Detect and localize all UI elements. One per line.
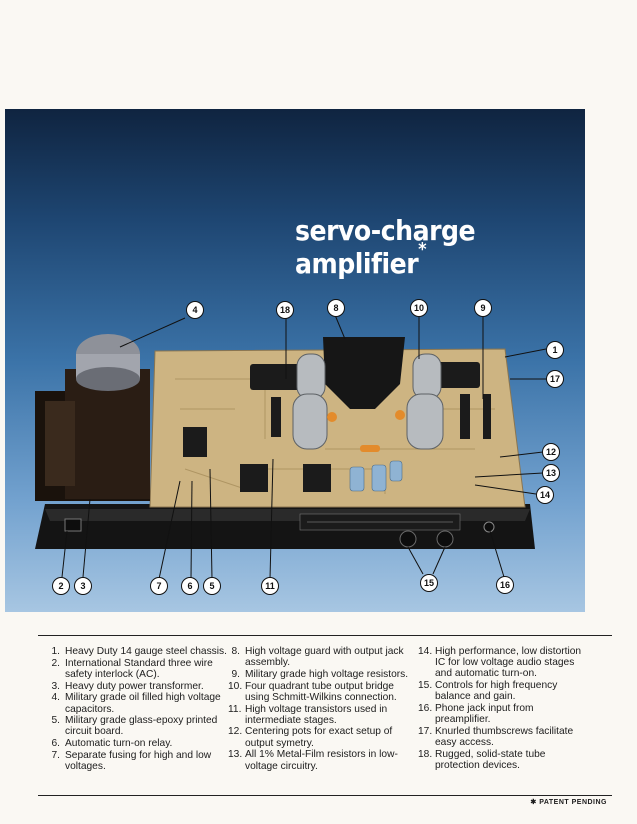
list-item: 9.Military grade high voltage resistors. bbox=[231, 668, 409, 680]
feature-column-1: 1.Heavy Duty 14 gauge steel chassis. 2.I… bbox=[48, 646, 228, 773]
feature-list: 1.Heavy Duty 14 gauge steel chassis. 2.I… bbox=[38, 635, 612, 798]
list-item: 16.Phone jack input from preamplifier. bbox=[418, 703, 534, 726]
callout-5: 5 bbox=[203, 577, 221, 595]
callout-11: 11 bbox=[261, 577, 279, 595]
callout-8: 8 bbox=[327, 299, 345, 317]
list-item: 4.Military grade oil filled high voltage… bbox=[51, 692, 221, 715]
page-title: servo-charge amplifier* bbox=[295, 214, 476, 280]
list-item: 18.Rugged, solid-state tube protection d… bbox=[418, 748, 546, 772]
callout-2: 2 bbox=[52, 577, 70, 595]
callout-7: 7 bbox=[150, 577, 168, 595]
list-item: 12.Centering pots for exact setup of out… bbox=[228, 726, 393, 749]
callout-3: 3 bbox=[74, 577, 92, 595]
feature-column-3: 14.High performance, low distortion IC f… bbox=[418, 646, 588, 772]
callout-6: 6 bbox=[181, 577, 199, 595]
list-item: 7.Separate fusing for high and low volta… bbox=[51, 749, 212, 773]
callout-13: 13 bbox=[542, 464, 560, 482]
callout-9: 9 bbox=[474, 299, 492, 317]
feature-column-2: 8.High voltage guard with output jack as… bbox=[228, 646, 416, 772]
list-item: 15.Controls for high frequency balance a… bbox=[418, 680, 558, 703]
amplifier-illustration bbox=[35, 314, 547, 580]
callout-15: 15 bbox=[420, 574, 438, 592]
callout-4: 4 bbox=[186, 301, 204, 319]
list-item: 1.Heavy Duty 14 gauge steel chassis. bbox=[51, 646, 227, 657]
callout-10: 10 bbox=[410, 299, 428, 317]
callout-1: 1 bbox=[546, 341, 564, 359]
bottom-rule bbox=[38, 795, 612, 796]
callout-12: 12 bbox=[542, 443, 560, 461]
list-item: 8.High voltage guard with output jack as… bbox=[231, 646, 404, 669]
list-item: 6.Automatic turn-on relay. bbox=[51, 738, 173, 750]
list-item: 3.Heavy duty power transformer. bbox=[51, 680, 204, 692]
product-photo: servo-charge amplifier* bbox=[5, 109, 585, 612]
list-item: 2.International Standard three wire safe… bbox=[51, 657, 213, 680]
list-item: 5.Military grade glass-epoxy printed cir… bbox=[51, 715, 218, 738]
list-item: 17.Knurled thumbscrews facilitate easy a… bbox=[418, 725, 574, 749]
list-item: 13.All 1% Metal-Film resistors in low-vo… bbox=[228, 749, 398, 772]
callout-14: 14 bbox=[536, 486, 554, 504]
callout-16: 16 bbox=[496, 576, 514, 594]
callout-17: 17 bbox=[546, 370, 564, 388]
list-item: 10.Four quadrant tube output bridge usin… bbox=[228, 680, 397, 703]
callout-18: 18 bbox=[276, 301, 294, 319]
list-item: 14.High performance, low distortion IC f… bbox=[418, 646, 582, 680]
list-item: 11.High voltage transistors used in inte… bbox=[228, 703, 388, 726]
patent-footnote: ✱ PATENT PENDING bbox=[530, 799, 607, 806]
